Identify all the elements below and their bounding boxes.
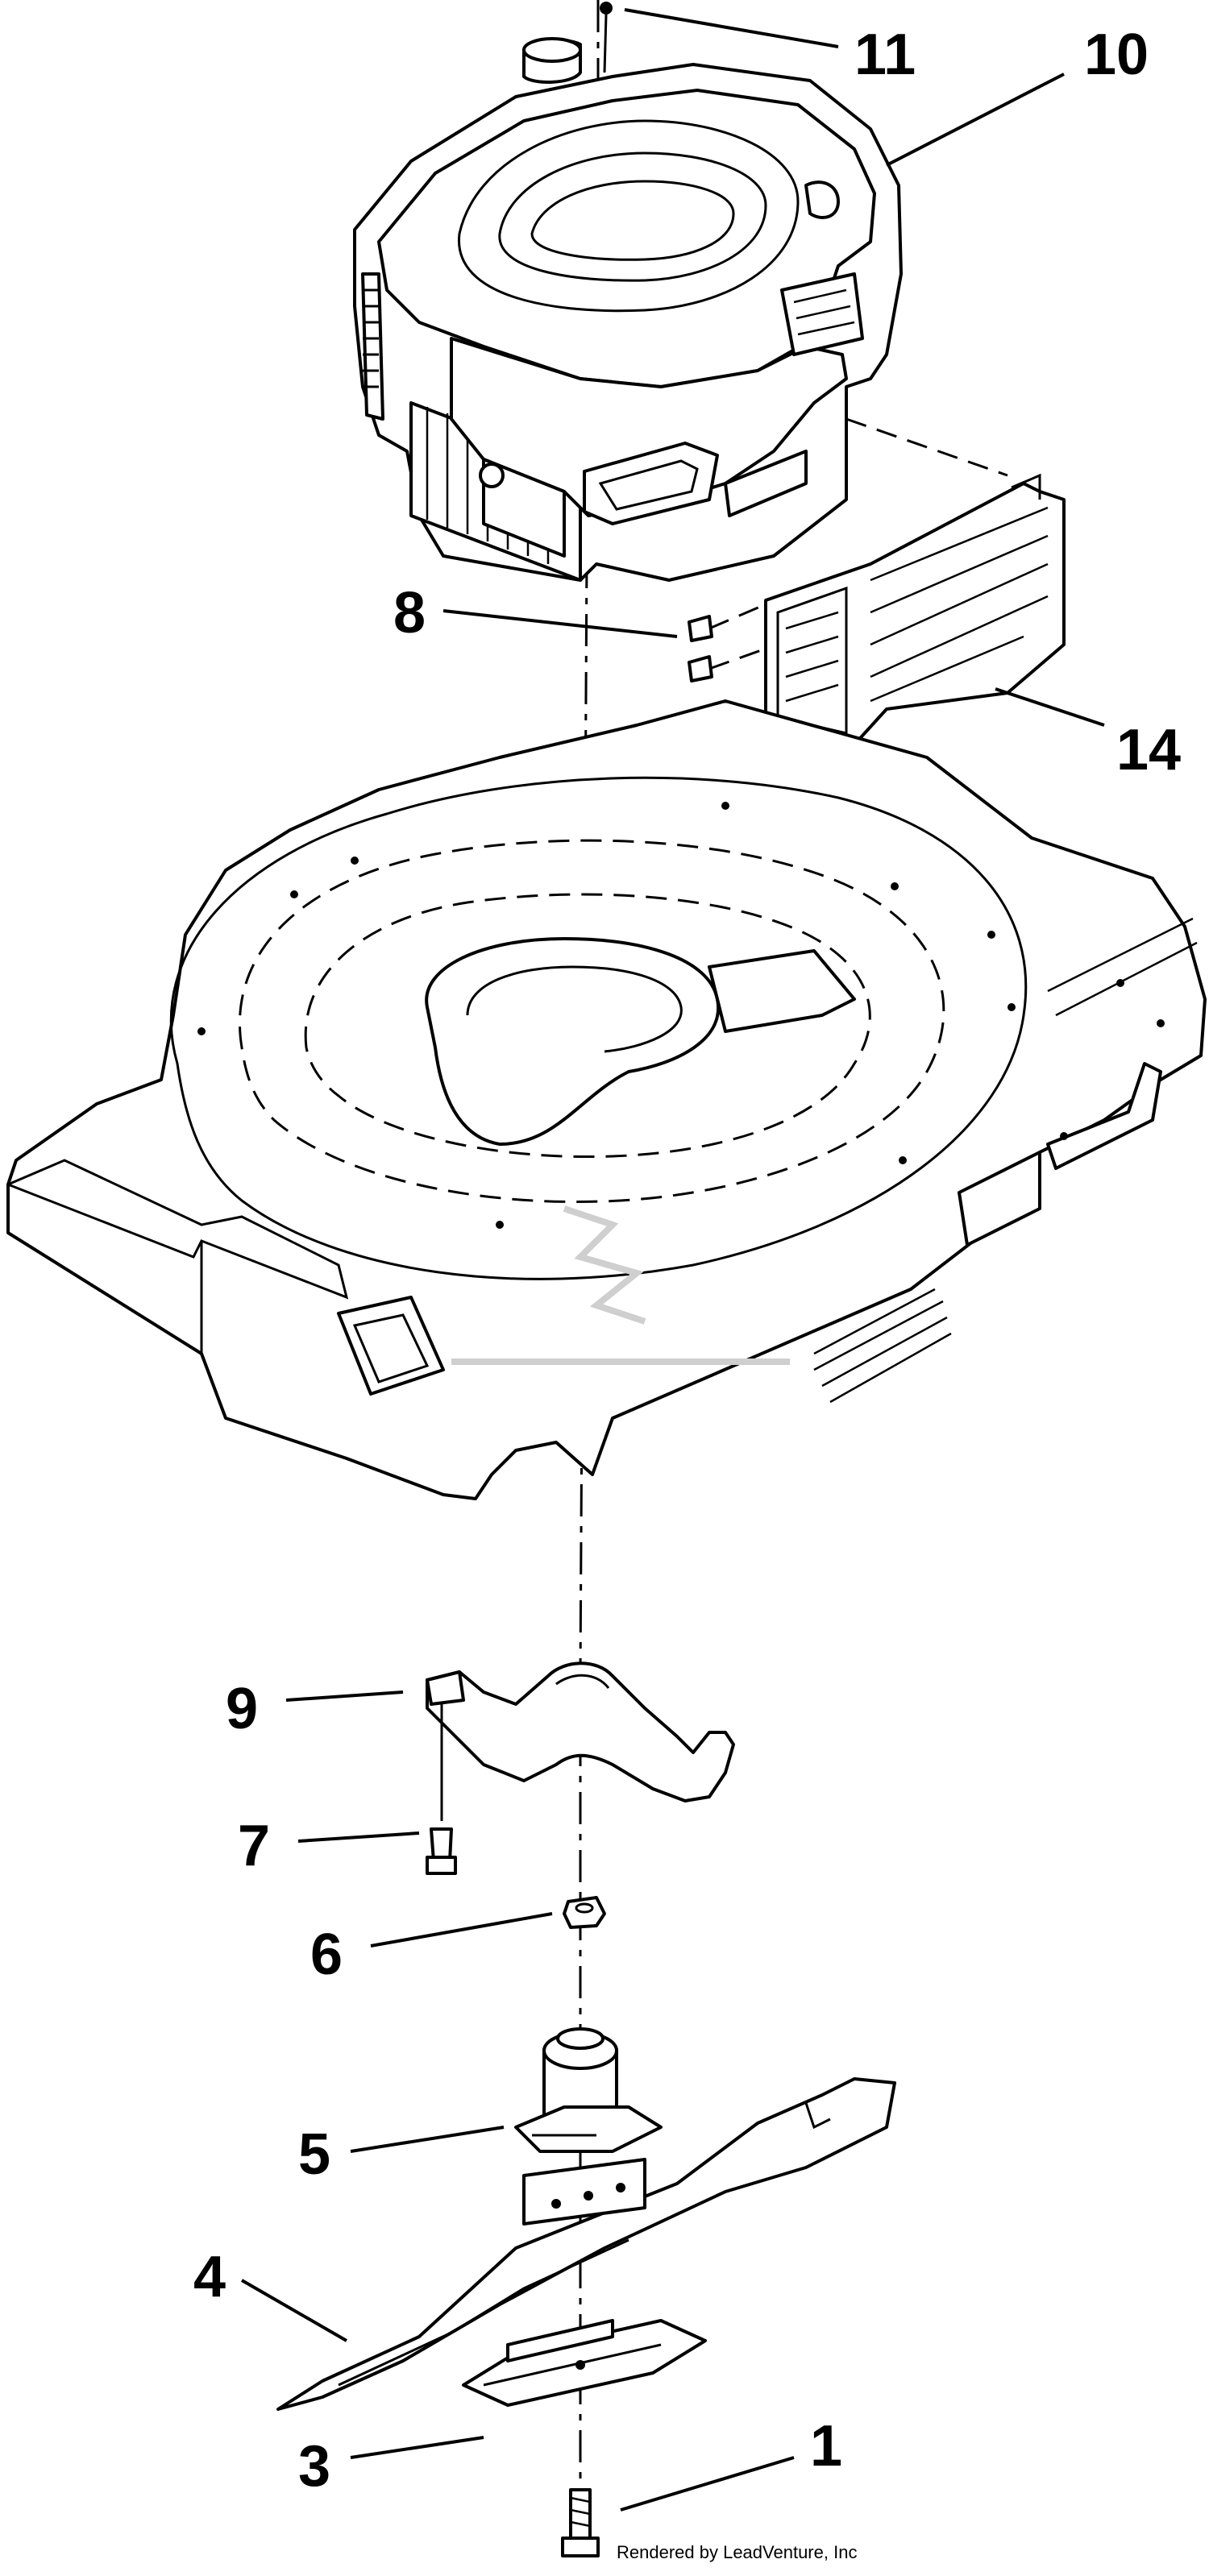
leader-8	[442, 609, 678, 638]
callout-8: 8	[393, 581, 426, 645]
callout-6: 6	[310, 1923, 343, 1987]
leader-6	[370, 1912, 553, 1948]
blade-stiffener	[462, 2319, 707, 2407]
callout-7: 7	[238, 1814, 270, 1878]
callout-4: 4	[193, 2245, 226, 2309]
fuel-cap	[522, 37, 582, 84]
leader-4	[241, 2279, 347, 2342]
leader-9	[285, 1690, 404, 1702]
blade-baffle	[426, 1661, 735, 1821]
engine	[353, 63, 903, 582]
leader-11	[624, 8, 839, 48]
blade	[276, 2077, 896, 2411]
bolt-7	[426, 1827, 457, 1875]
mounting-screws	[688, 603, 767, 682]
leader-7	[297, 1831, 420, 1843]
callout-3: 3	[298, 2434, 330, 2499]
leader-14	[995, 687, 1105, 727]
dipstick	[600, 2, 613, 73]
leader-10	[886, 73, 1065, 167]
callout-10: 10	[1084, 23, 1149, 87]
blade-bolt	[561, 2488, 600, 2557]
watermark-logo	[451, 1205, 790, 1365]
leader-5	[350, 2126, 505, 2153]
callout-5: 5	[298, 2122, 330, 2187]
callout-9: 9	[226, 1677, 258, 1741]
callout-11: 11	[854, 23, 916, 87]
nut-6	[563, 1896, 606, 1929]
mower-deck	[6, 699, 1207, 1500]
render-credit: Rendered by LeadVenture, Inc	[617, 2542, 857, 2562]
callout-14: 14	[1116, 718, 1181, 782]
leader-1	[620, 2456, 795, 2512]
blade-adapter	[514, 2027, 663, 2153]
callout-1: 1	[810, 2414, 842, 2479]
leader-3	[350, 2436, 484, 2459]
